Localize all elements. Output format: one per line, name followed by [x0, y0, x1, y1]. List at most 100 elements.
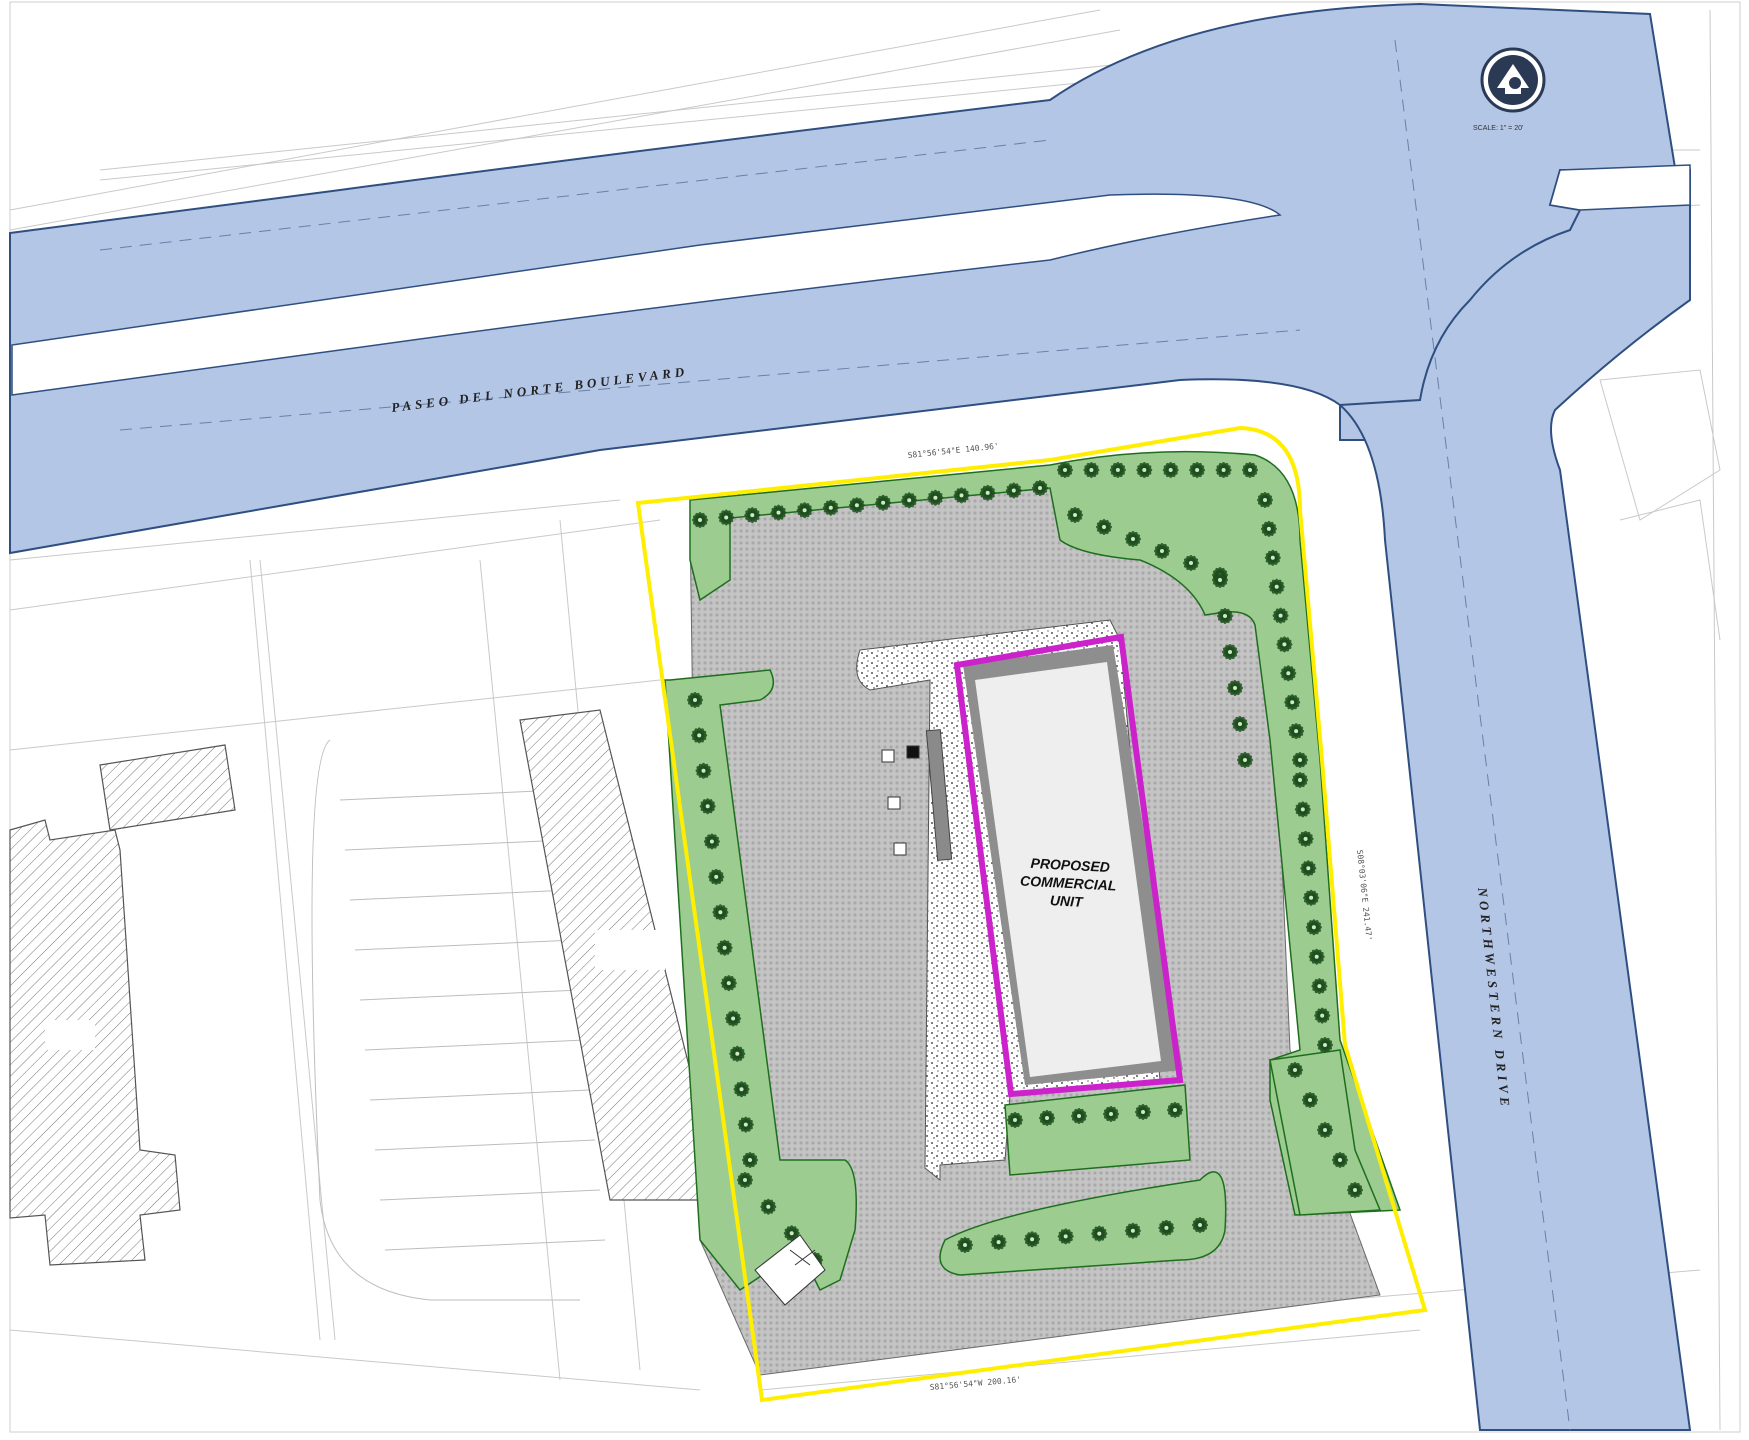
tree-icon: [953, 487, 970, 504]
tree-icon: [1227, 680, 1243, 696]
tree-icon: [742, 1152, 758, 1168]
tree-icon: [848, 497, 865, 514]
proposed-commercial-unit: [953, 633, 1184, 1098]
trash-enclosure: [925, 729, 953, 861]
building-label: PROPOSED COMMERCIAL UNIT: [1020, 855, 1117, 910]
tree-icon: [1212, 572, 1228, 588]
tree-icon: [1158, 1219, 1175, 1236]
site-boundary: [635, 425, 1428, 1403]
tree-icon: [1039, 1110, 1055, 1126]
tree-icon: [1287, 1062, 1303, 1078]
neighboring-buildings: [9, 709, 721, 1266]
tree-icon: [783, 1225, 800, 1242]
tree-icon: [1103, 1106, 1119, 1122]
tree-icon: [1167, 1102, 1183, 1118]
tree-icon: [1109, 462, 1126, 478]
tree-icon: [1294, 801, 1311, 818]
landscape-bed-west: [664, 669, 857, 1292]
tree-icon: [708, 868, 725, 885]
utility-pads: [881, 745, 920, 856]
tree-icon: [695, 762, 712, 779]
building-label-line1: PROPOSED: [1030, 855, 1110, 875]
tree-icon: [1005, 482, 1022, 499]
tree-icon: [1302, 1092, 1318, 1108]
tree-icon: [770, 504, 787, 521]
tree-icon: [720, 975, 737, 992]
tree-icon: [1280, 665, 1297, 682]
tree-icon: [1057, 1228, 1074, 1245]
tree-icon: [1260, 520, 1277, 537]
tree-icon: [927, 489, 944, 506]
tree-icon: [1237, 752, 1253, 768]
tree-icon: [729, 1045, 746, 1062]
ramp-marks: [789, 1249, 816, 1266]
tree-icon: [1215, 462, 1232, 478]
tree-icon: [1222, 644, 1238, 660]
tree-icon: [1024, 1231, 1041, 1248]
tree-icon: [703, 833, 720, 850]
tree-icon: [1162, 462, 1179, 478]
tree-icon: [718, 509, 735, 526]
tree-icon: [760, 1198, 777, 1215]
tree-icon: [691, 727, 708, 744]
tree-icon: [1189, 462, 1206, 478]
tree-icon: [957, 1237, 973, 1253]
tree-icon: [744, 507, 761, 524]
tree-icon: [692, 512, 708, 528]
tree-icon: [1257, 492, 1273, 508]
road-centerlines: [99, 39, 1571, 1431]
landscape-bed-south-island: [939, 1171, 1227, 1276]
tree-icon: [1217, 608, 1233, 624]
tree-icon: [1317, 1122, 1333, 1138]
tree-icon: [733, 1081, 750, 1098]
building-interior: [975, 662, 1161, 1077]
adjacent-parking-stripes: [311, 739, 606, 1301]
tree-icon: [1264, 549, 1281, 566]
tree-icon: [796, 502, 813, 519]
tree-icon: [1192, 1217, 1208, 1233]
building-label-line2: COMMERCIAL: [1020, 872, 1117, 893]
tree-icon: [1135, 1104, 1151, 1120]
tree-icon: [1288, 723, 1305, 740]
tree-icon: [699, 798, 716, 815]
tree-icon: [1232, 716, 1248, 732]
tree-icon: [687, 692, 703, 708]
tree-icon: [1292, 752, 1308, 768]
landscape-beds: [664, 450, 1402, 1292]
tree-icon: [1096, 519, 1112, 535]
tree-icon: [737, 1116, 754, 1133]
tree-icon: [1083, 462, 1100, 478]
tree-icon: [979, 484, 996, 501]
tree-icon: [716, 939, 733, 956]
tree-icon: [1314, 1007, 1331, 1024]
tree-icon: [1183, 555, 1199, 571]
tree-icon: [1007, 1112, 1023, 1128]
building-label-line3: UNIT: [1050, 892, 1085, 910]
tree-icon: [1136, 462, 1153, 478]
tree-icon: [901, 492, 918, 509]
tree-icon: [990, 1234, 1007, 1251]
tree-icon: [1317, 1037, 1333, 1053]
scale-label: SCALE: 1" = 20': [1473, 125, 1523, 132]
tree-icon: [1311, 978, 1328, 995]
trees: [687, 462, 1363, 1268]
north-arrow-icon: [1480, 47, 1546, 113]
tree-icon: [712, 904, 729, 921]
tree-icon: [1067, 507, 1083, 523]
tree-icon: [822, 499, 839, 516]
northwestern-drive-roadway: [1337, 169, 1692, 1431]
tree-icon: [1347, 1182, 1363, 1198]
tree-icon: [1242, 462, 1258, 478]
tree-icon: [1300, 860, 1317, 877]
tree-icon: [725, 1010, 742, 1027]
tree-icon: [737, 1172, 753, 1188]
tree-icon: [1292, 772, 1308, 788]
tree-icon: [1308, 948, 1325, 965]
ramp-wedge: [754, 1234, 826, 1306]
paseo-median: [11, 193, 1282, 396]
tree-icon: [1284, 694, 1301, 711]
survey-linework: [9, 9, 1721, 1431]
northwestern-median-notch: [1549, 164, 1691, 211]
tree-icon: [1303, 889, 1320, 906]
